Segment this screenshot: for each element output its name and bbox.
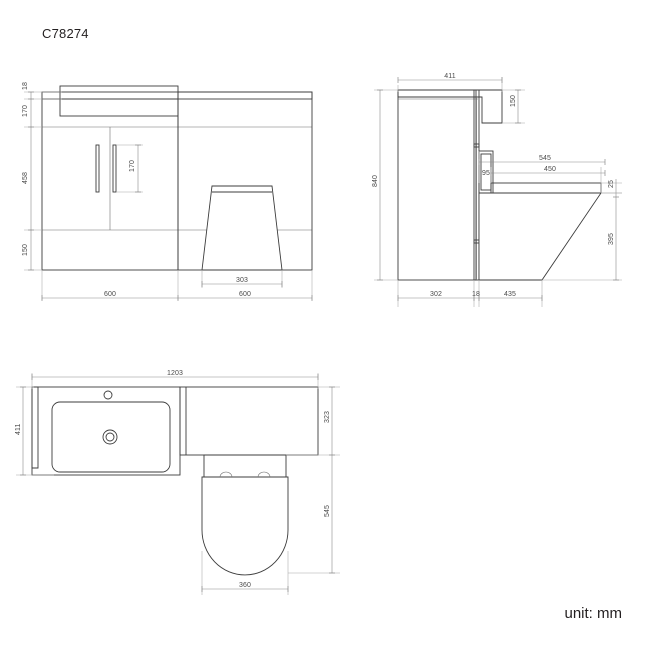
- front-dim-overall-width: 600: [239, 291, 251, 298]
- side-cabinet-body: [397, 89, 477, 281]
- front-dim-handle-length: 170: [129, 160, 136, 172]
- plan-dim-overall-length: 1203: [167, 370, 183, 377]
- front-dim-worktop-thickness: 18: [22, 82, 29, 90]
- front-worktop: [41, 91, 313, 100]
- plan-waste-outer: [102, 429, 118, 445]
- plan-dim-worktop-depth: 323: [324, 411, 331, 423]
- front-right-door-handle: [112, 144, 117, 193]
- plan-tap-hole: [103, 390, 113, 400]
- unit-note: unit: mm: [564, 605, 622, 622]
- plan-cistern-box: [203, 454, 287, 478]
- plan-toilet-seat: [201, 476, 289, 576]
- plan-view: 1203 411 323 545 360: [15, 370, 340, 595]
- plan-dim-pan-width: 360: [239, 582, 251, 589]
- side-panel-bracket-top: [473, 143, 480, 148]
- plan-right-worktop: [179, 386, 319, 456]
- side-dim-pan-projection: 450: [544, 166, 556, 173]
- side-dim-cistern-projection: 545: [539, 155, 551, 162]
- front-dim-plinth-height: 150: [22, 244, 29, 256]
- plan-dim-pan-length: 545: [324, 505, 331, 517]
- front-dim-pan-width: 303: [236, 277, 248, 284]
- plan-seat-hinge-left: [219, 471, 233, 478]
- front-toilet-pan: [201, 185, 283, 271]
- front-elevation-view: 170 18 170 458 150 303: [22, 82, 313, 301]
- side-dim-pan-depth: 435: [504, 291, 516, 298]
- plan-basin-left-edge: [31, 386, 39, 469]
- side-dim-seat-lip: 25: [608, 180, 615, 188]
- side-elevation-view: 411 150 840 545 450 95 25: [372, 73, 622, 307]
- drawing-title: C78274: [42, 26, 89, 41]
- side-dim-pan-height: 395: [608, 233, 615, 245]
- front-dim-cabinet-width: 600: [104, 291, 116, 298]
- side-dim-top-depth: 411: [444, 73, 455, 80]
- front-drawer-front: [59, 85, 179, 117]
- side-dim-inset: 95: [482, 170, 490, 177]
- side-dim-worktop-drop: 150: [510, 95, 517, 107]
- plan-dim-basin-depth: 411: [15, 424, 22, 435]
- front-left-door-handle: [95, 144, 100, 193]
- plan-waste-inner: [105, 432, 115, 442]
- front-dim-drawer-height: 170: [22, 105, 29, 117]
- side-seat-slab: [490, 182, 602, 194]
- plan-seat-hinge-right: [257, 471, 271, 478]
- front-dim-door-height: 458: [22, 172, 29, 184]
- side-worktop-overhang: [397, 89, 503, 124]
- side-dim-panel-thickness: 18: [472, 291, 480, 298]
- side-dim-overall-height: 840: [372, 175, 379, 187]
- side-toilet-pan: [478, 192, 602, 281]
- plan-basin-bowl: [51, 401, 171, 473]
- side-dim-cabinet-depth: 302: [430, 291, 442, 298]
